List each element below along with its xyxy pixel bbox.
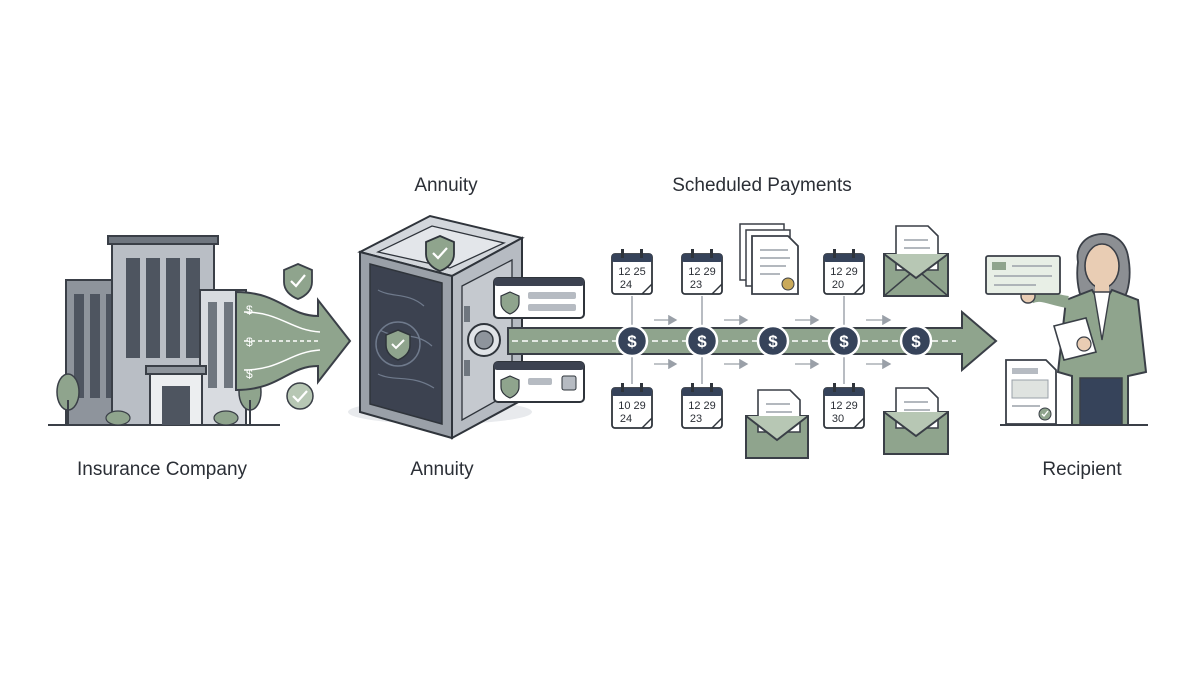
calendar-date-text: 12 29 — [688, 400, 716, 412]
scheduled-payments-label: Scheduled Payments — [672, 175, 852, 196]
dollar-icon: $ — [246, 303, 253, 317]
calendar-date-text: 23 — [690, 413, 702, 425]
dollar-icon: $ — [697, 332, 707, 351]
timeline-connectors — [631, 296, 845, 384]
annuity-title-label: Annuity — [414, 175, 478, 196]
envelope-icon — [745, 389, 809, 459]
recipient-label: Recipient — [1042, 459, 1122, 480]
shield-check-icon — [375, 321, 421, 367]
annuity-label: Annuity — [410, 459, 474, 480]
dollar-icon: $ — [627, 332, 637, 351]
document-stack-icon — [739, 223, 799, 295]
payment-node: $ — [756, 324, 790, 358]
envelope-icon — [883, 225, 949, 297]
check-circle-icon — [286, 382, 314, 410]
payment-timeline-arrow — [507, 309, 998, 373]
calendar-date-text: 12 29 — [830, 400, 858, 412]
envelope-icon — [883, 387, 949, 455]
calendar-date-text: 12 29 — [830, 266, 858, 278]
calendar-date-text: 30 — [832, 413, 844, 425]
policy-card — [493, 361, 585, 403]
shield-check-icon — [425, 235, 455, 272]
check-document-icon — [985, 255, 1061, 295]
payment-node: $ — [827, 324, 861, 358]
payment-nodes: $ $ $ $ $ — [615, 324, 933, 358]
calendar-date-text: 20 — [832, 279, 844, 291]
policy-card — [493, 277, 585, 319]
dollar-icon: $ — [246, 335, 253, 349]
calendar-date-text: 24 — [620, 413, 632, 425]
dollar-icon: $ — [911, 332, 921, 351]
timeline-step-arrows — [654, 314, 892, 370]
insurance-company-label: Insurance Company — [76, 459, 248, 480]
statement-document-icon — [1005, 359, 1057, 425]
calendar-date-text: 12 25 — [618, 266, 646, 278]
dollar-icon: $ — [246, 367, 253, 381]
calendar-date-text: 23 — [690, 279, 702, 291]
shield-check-icon — [283, 263, 313, 300]
dollar-icon: $ — [768, 332, 778, 351]
payment-node: $ — [685, 324, 719, 358]
dollar-icon: $ — [839, 332, 849, 351]
calendar-date-text: 12 29 — [688, 266, 716, 278]
payment-node: $ — [899, 324, 933, 358]
calendar-date-text: 24 — [620, 279, 632, 291]
payment-node: $ — [615, 324, 649, 358]
calendar-date-text: 10 29 — [618, 400, 646, 412]
recipient-person-icon — [1000, 233, 1148, 426]
funding-flow-arrow: $ $ $ — [235, 290, 352, 392]
